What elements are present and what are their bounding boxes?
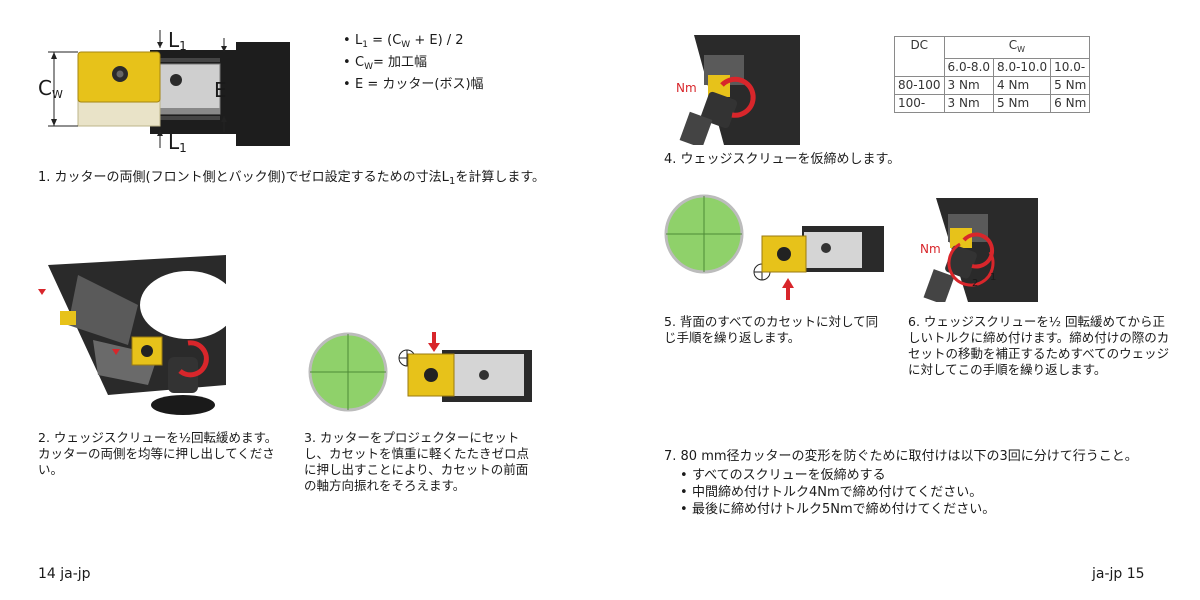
formula-cw: CW= 加工幅 xyxy=(343,54,543,76)
table-col-header: 8.0-10.0 xyxy=(993,58,1052,77)
table-cell: 6 Nm xyxy=(1050,94,1091,113)
step-7-text: 7. 80 mm径カッターの変形を防ぐために取付けは以下の3回に分けて行うこと。 xyxy=(664,449,1138,464)
list-item: 中間締め付けトルク4Nmで締め付けてください。 xyxy=(680,484,1160,501)
table-cw-header: CW xyxy=(943,36,1091,59)
torque-table: DC CW 6.0-8.0 8.0-10.0 10.0- 80-100 3 Nm… xyxy=(894,36,1091,113)
formula-list: L1 = (CW + E) / 2 CW= 加工幅 E = カッター(ボス)幅 xyxy=(343,32,543,93)
step-4-image: Nm xyxy=(664,35,800,145)
table-col-header: 10.0- xyxy=(1050,58,1091,77)
step-2-text: 2. ウェッジスクリューを½回転緩めます。カッターの両側を均等に押し出してくださ… xyxy=(38,430,278,477)
table-cell: 3 Nm xyxy=(943,76,995,95)
table-cell: 5 Nm xyxy=(1050,76,1091,95)
step-6-image: Nm 1 2 xyxy=(908,198,1038,302)
step-6-mark-1: 1 xyxy=(990,272,997,283)
table-dc-header: DC xyxy=(894,36,945,77)
formula-e: E = カッター(ボス)幅 xyxy=(343,76,543,93)
footer-right: ja-jp 15 xyxy=(1092,566,1145,582)
list-item: 最後に締め付けトルク5Nmで締め付けてください。 xyxy=(680,501,1160,518)
label-l1-top: L1 xyxy=(168,28,187,53)
label-cw: CW xyxy=(38,76,63,101)
step-6-mark-2: 2 xyxy=(972,278,979,289)
table-cell: 3 Nm xyxy=(943,94,995,113)
table-cell: 100- xyxy=(894,94,945,113)
step-7-bullets: すべてのスクリューを仮締めする 中間締め付けトルク4Nmで締め付けてください。 … xyxy=(680,467,1160,518)
step-5-text: 5. 背面のすべてのカセットに対して同じ手順を繰り返します。 xyxy=(664,314,879,345)
table-cell: 5 Nm xyxy=(993,94,1052,113)
step-6-nm-label: Nm xyxy=(920,242,941,256)
step-6-text: 6. ウェッジスクリューを½ 回転緩めてから正しいトルクに締め付けます。締め付け… xyxy=(908,314,1170,377)
table-row: 100- 3 Nm 5 Nm 6 Nm xyxy=(894,94,1091,113)
label-e: E xyxy=(214,78,227,102)
step-3-image xyxy=(304,330,544,420)
step-2-image xyxy=(38,245,226,415)
step-3-text: 3. カッターをプロジェクターにセットし、カセットを慎重に軽くたたきゼロ点に押し… xyxy=(304,430,530,493)
table-row: 80-100 3 Nm 4 Nm 5 Nm xyxy=(894,76,1091,95)
formula-l1: L1 = (CW + E) / 2 xyxy=(343,32,543,54)
table-col-header: 6.0-8.0 xyxy=(943,58,995,77)
label-l1-bottom: L1 xyxy=(168,130,187,155)
list-item: すべてのスクリューを仮締めする xyxy=(680,467,1160,484)
footer-left: 14 ja-jp xyxy=(38,566,91,582)
cassette-dimension-diagram: L1 L1 CW E xyxy=(38,28,298,160)
step-4-text: 4. ウェッジスクリューを仮締めします。 xyxy=(664,152,901,167)
table-cell: 4 Nm xyxy=(993,76,1052,95)
table-cell: 80-100 xyxy=(894,76,945,95)
step-5-image xyxy=(664,192,886,300)
step-1-text: 1. カッターの両側(フロント側とバック側)でゼロ設定するための寸法L1を計算し… xyxy=(38,170,546,187)
step-4-nm-label: Nm xyxy=(676,81,697,95)
